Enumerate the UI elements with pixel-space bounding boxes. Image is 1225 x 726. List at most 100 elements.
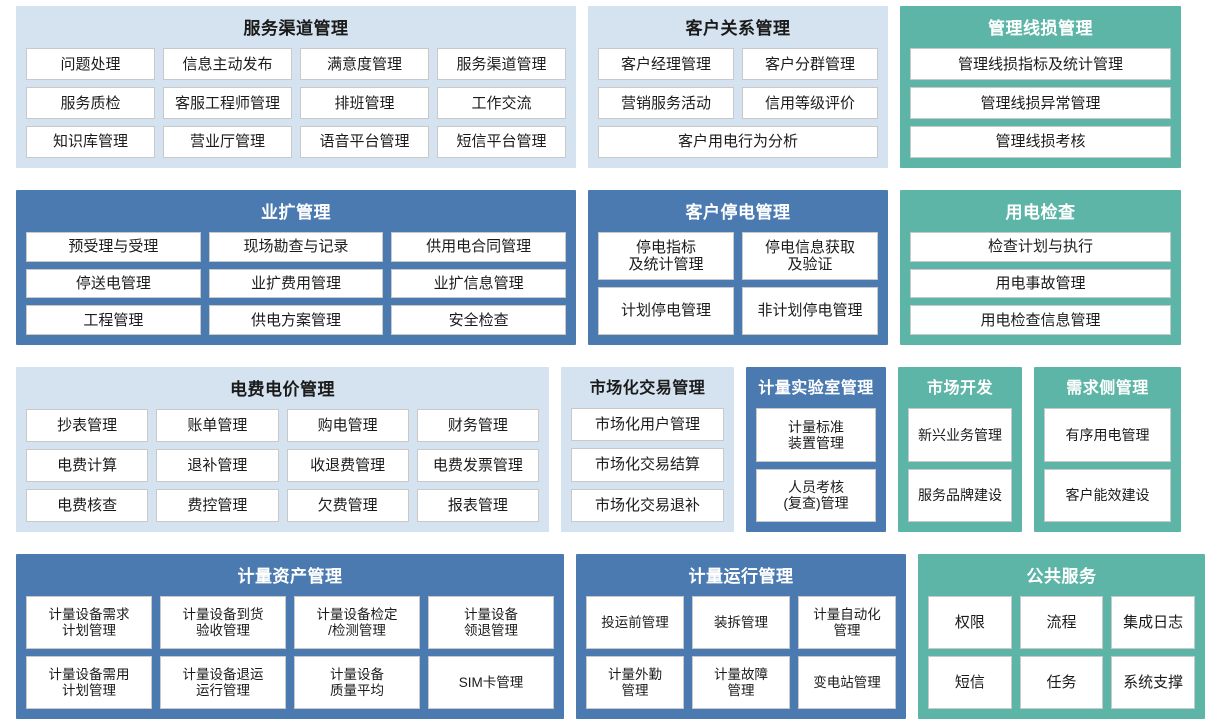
- tile-item[interactable]: 安全检查: [391, 305, 567, 335]
- panel-title-service-channel: 服务渠道管理: [243, 19, 349, 38]
- panel-title-public-service: 公共服务: [1026, 567, 1097, 586]
- tile-item[interactable]: 费控管理: [156, 489, 279, 523]
- tile-item[interactable]: 停电信息获取 及验证: [742, 232, 878, 281]
- panel-public-service[interactable]: 公共服务 权限 流程 集成日志 短信 任务 系统支撑: [918, 554, 1205, 719]
- tile-item[interactable]: 计量设备退运 运行管理: [160, 656, 286, 709]
- tile-item[interactable]: 人员考核 (复查)管理: [756, 468, 876, 522]
- tile-item[interactable]: 问题处理: [26, 48, 155, 81]
- panel-customer-relation[interactable]: 客户关系管理 客户经理管理 客户分群管理 营销服务活动 信用等级评价 客户用电行…: [588, 6, 888, 168]
- tile-item[interactable]: 报表管理: [416, 489, 539, 523]
- tile-item[interactable]: 账单管理: [156, 409, 279, 443]
- tile-item[interactable]: 任务: [1019, 656, 1104, 709]
- panel-market-trading[interactable]: 市场化交易管理 市场化用户管理 市场化交易结算 市场化交易退补: [561, 367, 734, 532]
- tile-item[interactable]: 知识库管理: [26, 126, 155, 159]
- tile-item[interactable]: 系统支撑: [1111, 656, 1196, 709]
- tile-item[interactable]: 退补管理: [156, 449, 279, 483]
- tile-item[interactable]: 信息主动发布: [163, 48, 292, 81]
- tile-item[interactable]: 电费发票管理: [416, 449, 539, 483]
- tile-item[interactable]: 供电方案管理: [208, 305, 384, 335]
- tile-item[interactable]: 计量自动化 管理: [798, 596, 896, 650]
- tile-item[interactable]: 流程: [1019, 596, 1104, 650]
- tile-item[interactable]: 预受理与受理: [26, 232, 201, 262]
- tile-item[interactable]: 计量设备需求 计划管理: [26, 596, 152, 650]
- tile-item[interactable]: 集成日志: [1111, 596, 1196, 650]
- panel-metering-lab[interactable]: 计量实验室管理 计量标准 装置管理 人员考核 (复查)管理: [746, 367, 886, 532]
- tile-item[interactable]: 客户用电行为分析: [598, 126, 878, 159]
- tile-item[interactable]: 收退费管理: [286, 449, 409, 483]
- tile-item[interactable]: SIM卡管理: [428, 656, 554, 709]
- tile-item[interactable]: 有序用电管理: [1044, 408, 1171, 462]
- tile-item[interactable]: 管理线损异常管理: [910, 87, 1171, 120]
- tile-item[interactable]: 计划停电管理: [598, 287, 734, 335]
- panel-service-channel[interactable]: 服务渠道管理 问题处理 信息主动发布 满意度管理 服务渠道管理 服务质检 客服工…: [16, 6, 576, 168]
- tile-item[interactable]: 计量设备需用 计划管理: [26, 656, 152, 709]
- tile-item[interactable]: 装拆管理: [692, 596, 790, 650]
- tile-item[interactable]: 满意度管理: [300, 48, 429, 81]
- tile-item[interactable]: 业扩信息管理: [391, 268, 567, 299]
- tile-item[interactable]: 工作交流: [437, 87, 566, 120]
- tile-item[interactable]: 购电管理: [286, 409, 409, 443]
- tile-item[interactable]: 营业厅管理: [163, 126, 292, 159]
- tile-item[interactable]: 服务质检: [26, 87, 155, 120]
- tile-item[interactable]: 用电事故管理: [910, 268, 1171, 299]
- tile-item[interactable]: 客户能效建设: [1044, 468, 1171, 522]
- panel-metering-asset[interactable]: 计量资产管理 计量设备需求 计划管理 计量设备到货 验收管理 计量设备检定 /检…: [16, 554, 564, 719]
- tile-item[interactable]: 营销服务活动: [598, 87, 734, 120]
- tile-row: 电费核查 费控管理 欠费管理 报表管理: [26, 489, 539, 523]
- tile-row: 人员考核 (复查)管理: [756, 468, 876, 522]
- tile-item[interactable]: 电费核查: [26, 489, 149, 523]
- tile-item[interactable]: 权限: [928, 596, 1012, 650]
- tile-item[interactable]: 市场化交易退补: [571, 488, 724, 522]
- tile-item[interactable]: 客户经理管理: [598, 48, 734, 81]
- tile-item[interactable]: 计量设备 领退管理: [428, 596, 554, 650]
- tile-item[interactable]: 客服工程师管理: [163, 87, 292, 120]
- tile-item[interactable]: 财务管理: [416, 409, 539, 443]
- tile-item[interactable]: 工程管理: [26, 305, 201, 335]
- tile-item[interactable]: 检查计划与执行: [910, 232, 1171, 262]
- panel-power-inspection[interactable]: 用电检查 检查计划与执行 用电事故管理 用电检查信息管理: [900, 190, 1181, 345]
- panel-metering-operation[interactable]: 计量运行管理 投运前管理 装拆管理 计量自动化 管理 计量外勤 管理 计量故障 …: [576, 554, 906, 719]
- panel-body-electricity-fee: 抄表管理 账单管理 购电管理 财务管理 电费计算 退补管理 收退费管理 电费发票…: [26, 409, 539, 523]
- tile-item[interactable]: 管理线损指标及统计管理: [910, 48, 1171, 81]
- tile-item[interactable]: 计量设备 质量平均: [294, 656, 420, 709]
- tile-item[interactable]: 排班管理: [300, 87, 429, 120]
- tile-row: 新兴业务管理: [908, 408, 1012, 462]
- tile-item[interactable]: 市场化交易结算: [571, 448, 724, 482]
- panel-line-loss[interactable]: 管理线损管理 管理线损指标及统计管理 管理线损异常管理 管理线损考核: [900, 6, 1181, 168]
- tile-item[interactable]: 服务渠道管理: [437, 48, 566, 81]
- tile-item[interactable]: 用电检查信息管理: [910, 305, 1171, 335]
- tile-item[interactable]: 供用电合同管理: [391, 232, 567, 262]
- tile-item[interactable]: 计量外勤 管理: [586, 656, 684, 709]
- panel-market-development[interactable]: 市场开发 新兴业务管理 服务品牌建设: [898, 367, 1022, 532]
- tile-item[interactable]: 管理线损考核: [910, 126, 1171, 159]
- tile-item[interactable]: 投运前管理: [586, 596, 684, 650]
- panel-customer-outage[interactable]: 客户停电管理 停电指标 及统计管理 停电信息获取 及验证 计划停电管理 非计划停…: [588, 190, 888, 345]
- tile-item[interactable]: 短信平台管理: [437, 126, 566, 159]
- tile-item[interactable]: 客户分群管理: [742, 48, 878, 81]
- tile-item[interactable]: 非计划停电管理: [742, 287, 878, 335]
- tile-item[interactable]: 信用等级评价: [742, 87, 878, 120]
- tile-item[interactable]: 市场化用户管理: [571, 408, 724, 442]
- tile-item[interactable]: 计量故障 管理: [692, 656, 790, 709]
- tile-item[interactable]: 计量设备到货 验收管理: [160, 596, 286, 650]
- tile-item[interactable]: 抄表管理: [26, 409, 149, 443]
- tile-item[interactable]: 变电站管理: [798, 656, 896, 709]
- tile-row: 市场化交易结算: [571, 448, 724, 482]
- tile-item[interactable]: 计量设备检定 /检测管理: [294, 596, 420, 650]
- panel-business-expansion[interactable]: 业扩管理 预受理与受理 现场勘查与记录 供用电合同管理 停送电管理 业扩费用管理…: [16, 190, 576, 345]
- tile-item[interactable]: 新兴业务管理: [908, 408, 1012, 462]
- tile-item[interactable]: 服务品牌建设: [908, 468, 1012, 522]
- tile-row: 服务质检 客服工程师管理 排班管理 工作交流: [26, 87, 566, 120]
- panel-demand-side[interactable]: 需求侧管理 有序用电管理 客户能效建设: [1034, 367, 1181, 532]
- panel-electricity-fee[interactable]: 电费电价管理 抄表管理 账单管理 购电管理 财务管理 电费计算 退补管理 收退费…: [16, 367, 549, 532]
- tile-item[interactable]: 计量标准 装置管理: [756, 408, 876, 462]
- tile-item[interactable]: 短信: [928, 656, 1012, 709]
- tile-item[interactable]: 语音平台管理: [300, 126, 429, 159]
- tile-item[interactable]: 电费计算: [26, 449, 149, 483]
- tile-item[interactable]: 停电指标 及统计管理: [598, 232, 734, 281]
- tile-item[interactable]: 现场勘查与记录: [208, 232, 384, 262]
- tile-item[interactable]: 欠费管理: [286, 489, 409, 523]
- tile-item[interactable]: 业扩费用管理: [208, 268, 384, 299]
- tile-item[interactable]: 停送电管理: [26, 268, 201, 299]
- tile-row: 工程管理 供电方案管理 安全检查: [26, 305, 567, 335]
